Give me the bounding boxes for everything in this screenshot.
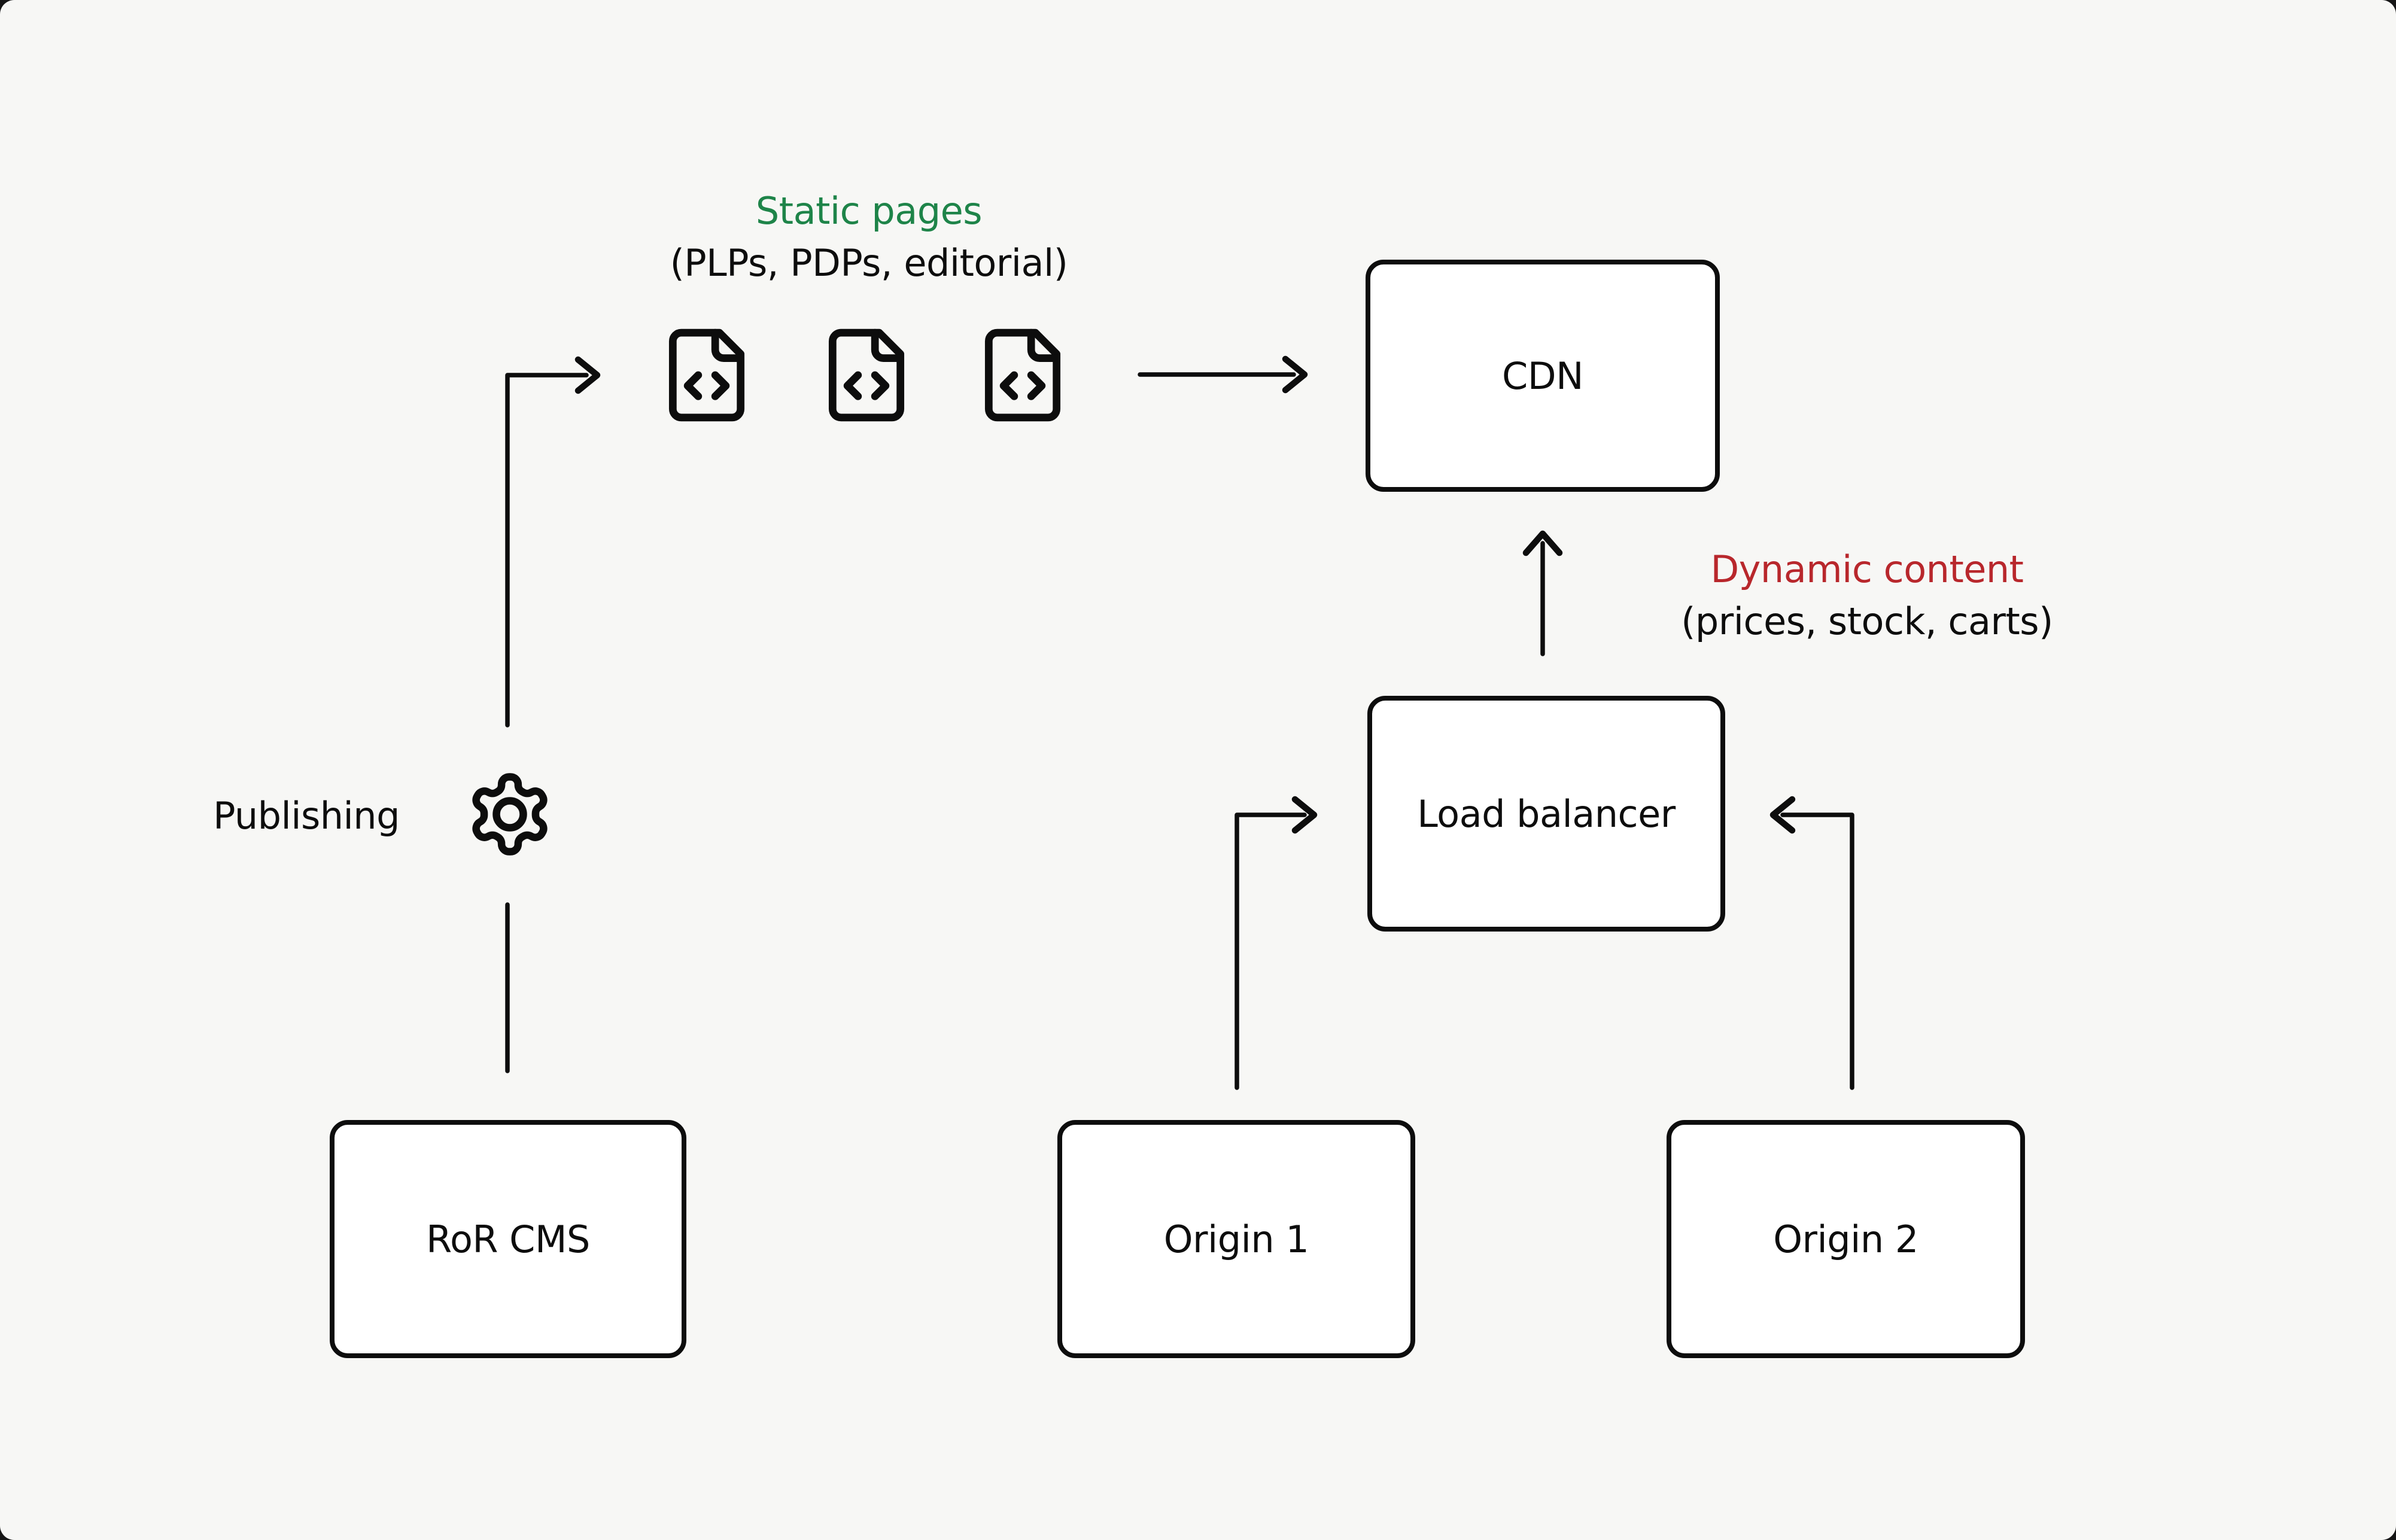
node-label: Origin 1 (1163, 1217, 1309, 1261)
line-gear-to-static-pages (505, 373, 589, 728)
arrow-head-origin1-to-lb (1291, 796, 1318, 834)
dynamic-content-title: Dynamic content (1710, 547, 2024, 591)
node-cdn: CDN (1366, 260, 1720, 492)
dynamic-content-annotation: Dynamic content (prices, stock, carts) (1568, 543, 2166, 647)
line-origin1-to-lb (1235, 812, 1307, 1090)
arrow-head-origin2-to-lb (1769, 796, 1796, 834)
static-pages-title: Static pages (755, 189, 983, 233)
file-code-icon (668, 328, 745, 422)
node-load-balancer: Load balancer (1367, 696, 1725, 932)
publishing-label: Publishing (213, 794, 400, 838)
static-pages-subtitle: (PLPs, PDPs, editorial) (670, 241, 1068, 285)
arrow-head-lb-to-cdn (1522, 530, 1563, 556)
file-code-icon (828, 328, 905, 422)
node-label: Load balancer (1417, 792, 1676, 836)
node-ror-cms: RoR CMS (330, 1120, 686, 1358)
dynamic-content-subtitle: (prices, stock, carts) (1681, 599, 2053, 643)
node-origin-1: Origin 1 (1057, 1120, 1415, 1358)
file-code-icon (984, 328, 1061, 422)
static-pages-annotation: Static pages (PLPs, PDPs, editorial) (570, 185, 1168, 289)
node-label: CDN (1502, 354, 1583, 398)
line-origin2-to-lb (1780, 812, 1854, 1090)
gear-icon (472, 773, 548, 856)
arrow-head-to-static-pages (574, 356, 601, 394)
node-label: RoR CMS (426, 1217, 590, 1261)
node-origin-2: Origin 2 (1667, 1120, 2025, 1358)
arrow-head-pages-to-cdn (1282, 355, 1308, 394)
node-label: Origin 2 (1773, 1217, 1918, 1261)
